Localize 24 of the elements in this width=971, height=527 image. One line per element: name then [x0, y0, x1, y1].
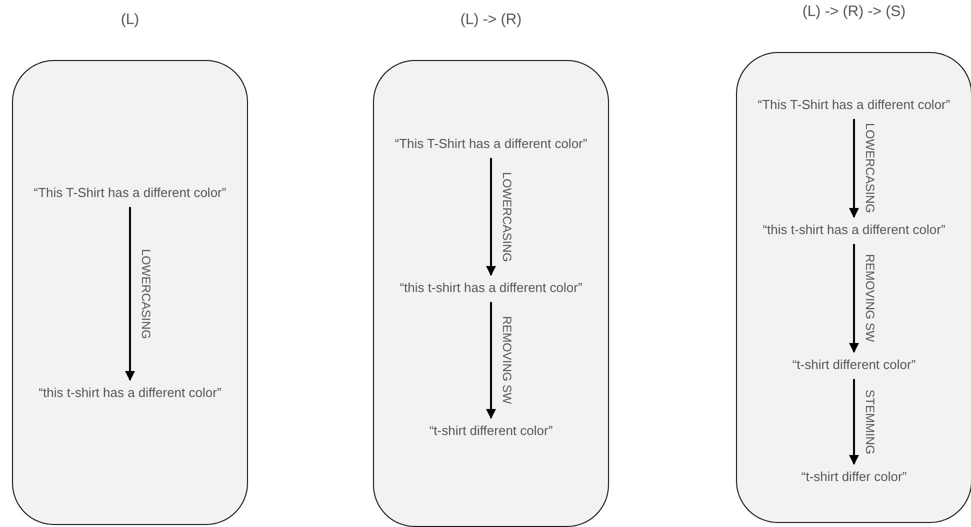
arrow	[849, 244, 859, 353]
arrow	[125, 207, 135, 381]
edge-label: STEMMING	[863, 389, 877, 454]
edge-label: LOWERCASING	[500, 172, 514, 262]
sentence-text: “t-shirt different color”	[792, 357, 916, 373]
panel-heading: (L) -> (R) -> (S)	[802, 3, 906, 20]
edge-label: REMOVING SW	[863, 254, 877, 342]
arrow	[849, 379, 859, 465]
arrow	[486, 158, 496, 276]
sentence-text: “this t-shirt has a different color”	[38, 385, 222, 401]
panel-heading: (L) -> (R)	[460, 11, 522, 28]
sentence-text: “t-shirt different color”	[429, 423, 553, 439]
sentence-text: “this t-shirt has a different color”	[762, 222, 946, 238]
edge-label: LOWERCASING	[139, 248, 153, 338]
panel-heading: (L)	[120, 11, 140, 28]
sentence-text: “This T-Shirt has a different color”	[758, 97, 950, 113]
edge-label: REMOVING SW	[500, 316, 514, 404]
arrow	[486, 302, 496, 419]
sentence-text: “This T-Shirt has a different color”	[34, 185, 226, 201]
edge-label: LOWERCASING	[863, 123, 877, 213]
sentence-text: “t-shirt differ color”	[801, 469, 907, 485]
sentence-text: “this t-shirt has a different color”	[400, 280, 582, 296]
sentence-text: “This T-Shirt has a different color”	[394, 136, 588, 152]
arrow	[849, 119, 859, 218]
